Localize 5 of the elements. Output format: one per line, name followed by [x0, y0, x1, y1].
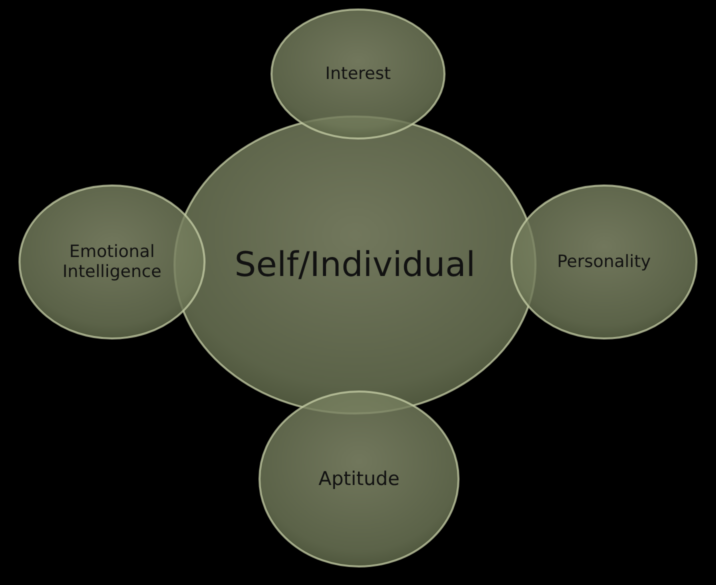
circle-label: Self/Individual — [234, 244, 476, 286]
circle-label: Aptitude — [318, 468, 400, 490]
circle-label: Personality — [557, 252, 651, 272]
circle-label: Emotional Intelligence — [62, 242, 162, 282]
circle-label: Interest — [325, 64, 391, 84]
